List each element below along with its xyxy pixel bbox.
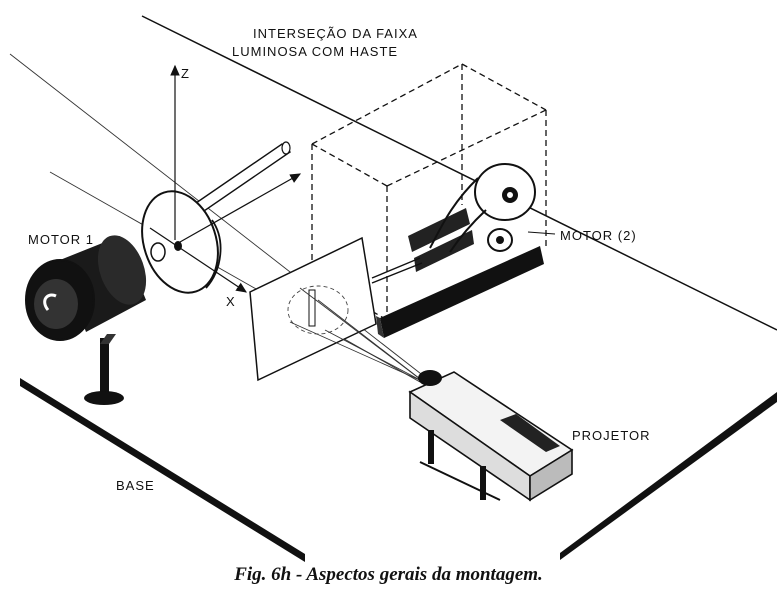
motor-1 <box>25 235 166 405</box>
motor2-mount-bar <box>376 246 544 338</box>
label-axis-z: Z <box>181 66 189 81</box>
label-projector: PROJETOR <box>572 428 651 443</box>
label-motor-1: MOTOR 1 <box>28 232 94 247</box>
coordinate-axes <box>149 64 302 293</box>
label-base: BASE <box>116 478 155 493</box>
projector-beam <box>289 287 425 383</box>
screen-card <box>249 236 377 382</box>
motor-2 <box>371 163 556 284</box>
label-motor-2: MOTOR (2) <box>560 228 637 243</box>
base-plate <box>20 15 777 562</box>
label-intersection-line2: LUMINOSA COM HASTE <box>232 44 398 59</box>
figure-caption: Fig. 6h - Aspectos gerais da montagem. <box>234 564 543 585</box>
label-axis-x: X <box>226 294 235 309</box>
label-intersection-line1: INTERSEÇÃO DA FAIXA <box>253 26 418 41</box>
projector <box>408 370 574 502</box>
